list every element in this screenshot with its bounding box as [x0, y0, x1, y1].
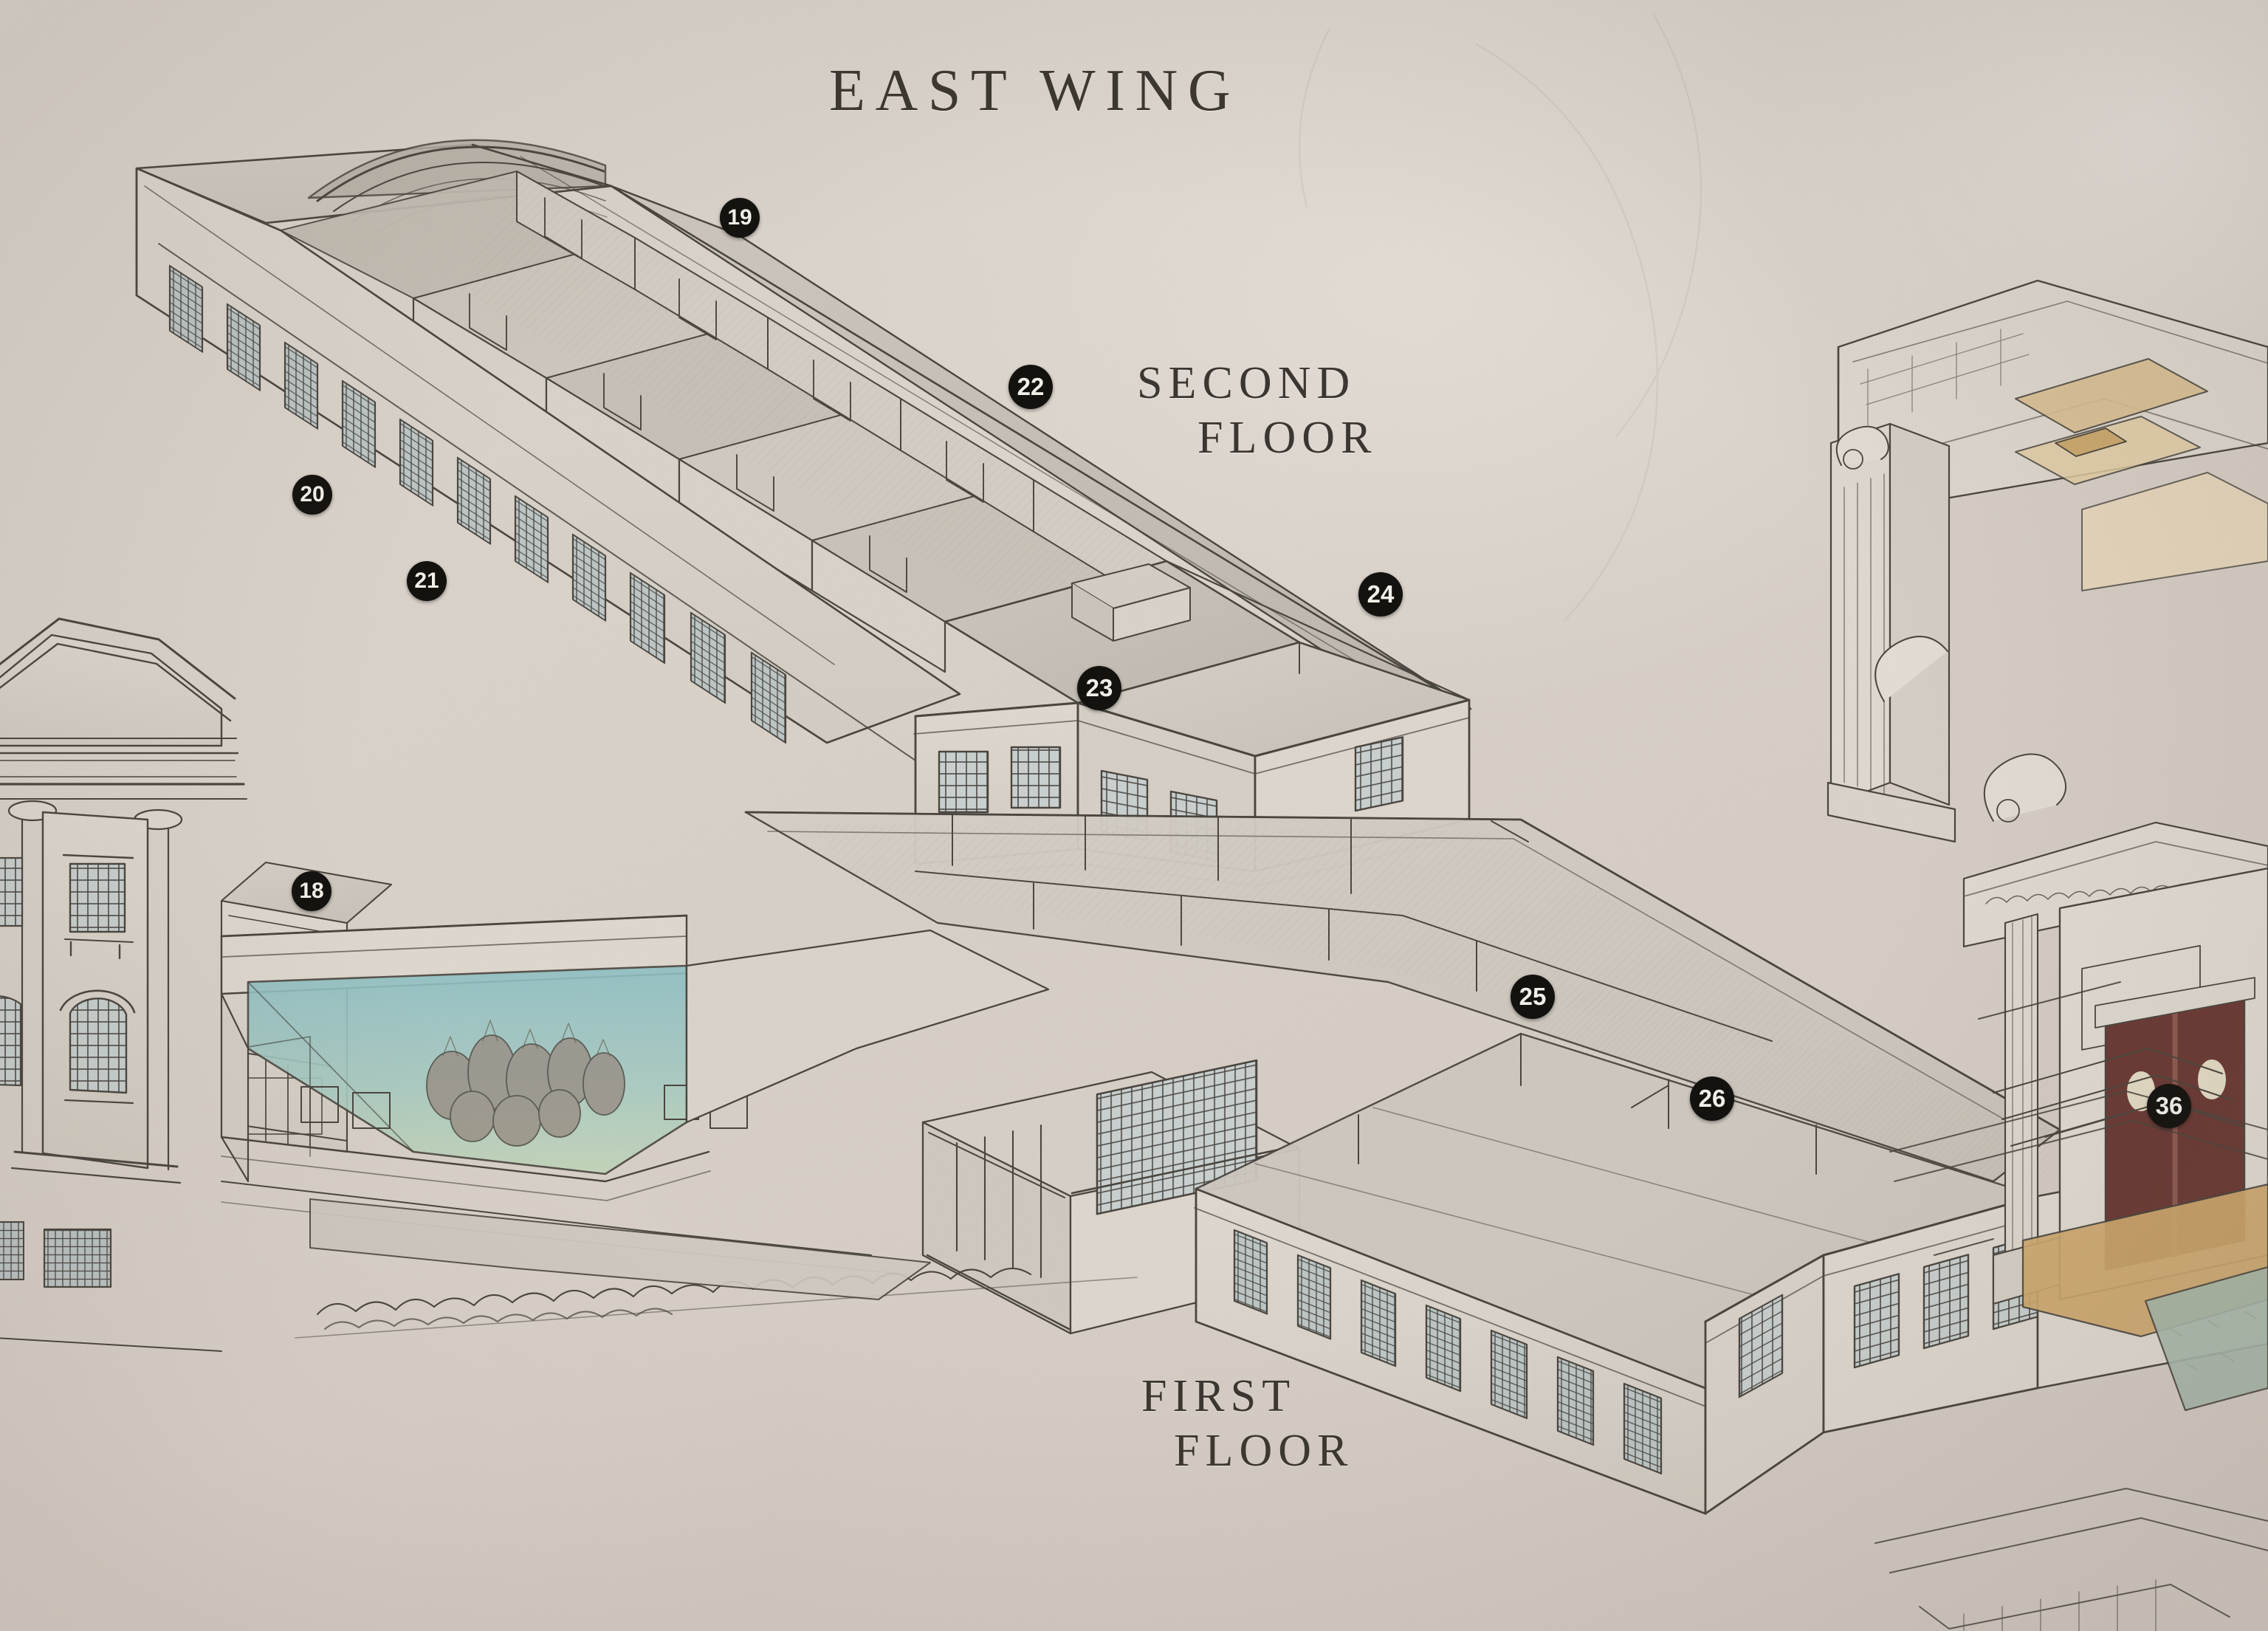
- first-floor-window-row: [1233, 1229, 1663, 1474]
- second-floor-label-line2: FLOOR: [1197, 413, 1378, 463]
- reference-marker-26[interactable]: 26: [1690, 1077, 1734, 1121]
- reference-marker-label: 25: [1519, 983, 1547, 1010]
- first-floor-label-line1: FIRST: [1141, 1371, 1296, 1421]
- reference-marker-18[interactable]: 18: [292, 871, 331, 911]
- reference-marker-23[interactable]: 23: [1077, 666, 1121, 710]
- reference-marker-25[interactable]: 25: [1511, 975, 1555, 1019]
- right-interior-detail: [1827, 279, 2268, 1631]
- reference-marker-label: 18: [299, 879, 324, 903]
- reference-marker-label: 21: [414, 569, 439, 593]
- reference-marker-label: 22: [1017, 373, 1045, 400]
- second-floor-wing: [135, 139, 1472, 887]
- reference-marker-label: 19: [727, 205, 752, 230]
- first-floor-label-line2: FLOOR: [1174, 1426, 1354, 1476]
- second-floor-label-line1: SECOND: [1137, 358, 1356, 408]
- reference-marker-label: 26: [1698, 1085, 1726, 1112]
- reference-marker-24[interactable]: 24: [1358, 572, 1403, 617]
- reference-marker-19[interactable]: 19: [720, 198, 760, 238]
- shrub-line: [295, 1267, 1138, 1339]
- reference-marker-label: 20: [300, 482, 325, 507]
- reference-marker-21[interactable]: 21: [407, 561, 447, 601]
- shrub-cluster: [426, 1034, 625, 1147]
- reference-marker-label: 36: [2155, 1092, 2183, 1119]
- garden-court: [220, 914, 1050, 1275]
- reference-marker-label: 23: [1085, 674, 1113, 701]
- reference-marker-36[interactable]: 36: [2147, 1084, 2191, 1128]
- second-floor-window-row: [168, 264, 787, 744]
- reference-marker-22[interactable]: 22: [1008, 365, 1053, 409]
- reference-marker-20[interactable]: 20: [292, 475, 332, 515]
- second-floor-rooms: [280, 171, 1167, 673]
- reference-marker-label: 24: [1367, 580, 1395, 608]
- page-title: EAST WING: [829, 58, 1241, 123]
- mansion-left-edge: [0, 617, 247, 1352]
